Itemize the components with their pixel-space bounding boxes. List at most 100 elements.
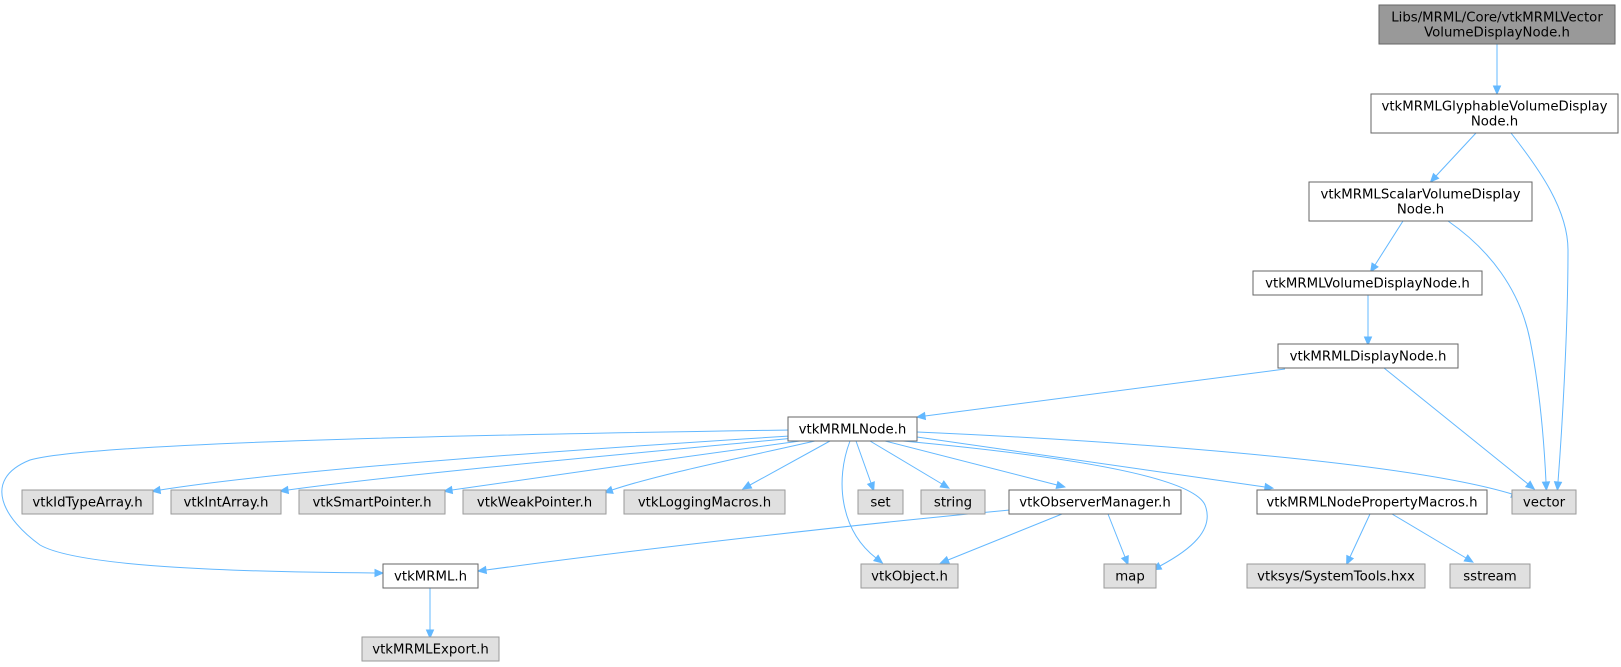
edge-observermanager-to-vtkmrml: [476, 509, 1011, 575]
edge-arrowhead: [1370, 262, 1379, 273]
node-mrmlnode[interactable]: vtkMRMLNode.h: [787, 416, 918, 442]
node-label: vtkLoggingMacros.h: [638, 496, 771, 511]
node-vtkobject: vtkObject.h: [860, 563, 959, 589]
node-box: [1277, 343, 1459, 369]
node-box: [1103, 563, 1157, 589]
node-label: VolumeDisplayNode.h: [1424, 26, 1570, 41]
node-label: vtkObserverManager.h: [1019, 496, 1171, 511]
node-box: [623, 489, 786, 515]
edge-mrmlnode-to-string: [869, 440, 950, 489]
edge-volumedisplay-to-displaynode: [1363, 295, 1373, 347]
node-nodepropertymacros[interactable]: vtkMRMLNodePropertyMacros.h: [1256, 489, 1488, 515]
node-box: [1449, 563, 1531, 589]
edge-arrowhead: [1463, 554, 1474, 563]
edge-line: [1510, 132, 1569, 483]
edge-arrowhead: [476, 565, 488, 575]
node-layer: Libs/MRML/Core/vtkMRMLVectorVolumeDispla…: [21, 4, 1619, 662]
node-box: [170, 489, 282, 515]
edge-scalar-to-volumedisplay: [1370, 220, 1404, 273]
edge-mrmlnode-to-vtkmrml: [1, 429, 790, 578]
edge-mrmlnode-to-set: [855, 440, 875, 492]
node-label: Node.h: [1397, 203, 1444, 218]
node-label: vtkMRMLScalarVolumeDisplay: [1320, 188, 1520, 203]
node-box: [1008, 489, 1182, 515]
edge-arrowhead: [1120, 554, 1129, 566]
edge-line: [916, 431, 1513, 495]
edge-line: [916, 436, 1266, 488]
edge-line: [611, 440, 816, 491]
edge-displaynode-to-mrmlnode: [915, 368, 1286, 421]
node-box: [298, 489, 446, 515]
node-box: [787, 416, 918, 442]
node-map: map: [1103, 563, 1157, 589]
node-label: vtkWeakPointer.h: [477, 496, 592, 511]
edge-mrmlnode-to-idtypearray: [150, 435, 791, 495]
edge-arrowhead: [939, 480, 950, 489]
edge-glyphable-to-vector: [1510, 132, 1569, 492]
node-label: Node.h: [1471, 115, 1518, 130]
node-root[interactable]: Libs/MRML/Core/vtkMRMLVectorVolumeDispla…: [1378, 4, 1616, 45]
node-label: vector: [1523, 496, 1566, 511]
node-label: vtksys/SystemTools.hxx: [1257, 570, 1415, 585]
node-label: string: [934, 496, 972, 511]
edge-mrmlnode-to-vtkobject: [841, 440, 884, 564]
edge-root-to-glyphable: [1492, 44, 1502, 96]
node-box: [361, 636, 500, 662]
node-box: [857, 489, 904, 515]
edge-arrowhead: [939, 555, 951, 564]
edge-line: [884, 440, 1058, 486]
edge-line: [1374, 220, 1404, 266]
edge-arrowhead: [1492, 85, 1502, 96]
node-label: vtkMRMLNode.h: [799, 423, 907, 438]
edge-arrowhead: [872, 554, 884, 564]
edge-arrowhead: [442, 485, 454, 495]
node-vtkmrml[interactable]: vtkMRML.h: [382, 563, 479, 589]
edge-line: [1391, 513, 1467, 559]
edge-line: [924, 368, 1286, 417]
edge-vtkmrml-to-mrmlexport: [425, 588, 435, 640]
edge-line: [451, 440, 801, 491]
node-label: vtkIdTypeArray.h: [32, 496, 142, 511]
edge-line: [1349, 513, 1371, 558]
node-string: string: [920, 489, 986, 515]
edge-displaynode-to-vector: [1383, 367, 1536, 490]
node-box: [1378, 4, 1616, 45]
node-label: set: [870, 496, 890, 511]
node-vector: vector: [1511, 489, 1577, 515]
edge-arrowhead: [603, 485, 614, 494]
node-intarray: vtkIntArray.h: [170, 489, 282, 515]
node-volumedisplay[interactable]: vtkMRMLVolumeDisplayNode.h: [1252, 270, 1483, 296]
edge-mrmlnode-to-nodepropertymacros: [916, 436, 1275, 492]
edge-line: [287, 437, 796, 491]
edge-observermanager-to-vtkobject: [939, 513, 1063, 564]
node-label: vtkMRMLNodePropertyMacros.h: [1266, 496, 1477, 511]
edge-line: [1, 429, 790, 574]
node-label: vtkMRML.h: [394, 570, 467, 585]
edge-mrmlnode-to-intarray: [278, 437, 796, 495]
edge-arrowhead: [1346, 554, 1355, 566]
node-observermanager[interactable]: vtkObserverManager.h: [1008, 489, 1182, 515]
edge-arrowhead: [1553, 481, 1563, 492]
edge-observermanager-to-map: [1107, 513, 1129, 566]
node-box: [920, 489, 986, 515]
node-box: [1511, 489, 1577, 515]
node-box: [382, 563, 479, 589]
edge-arrowhead: [425, 629, 435, 640]
node-systemtools: vtksys/SystemTools.hxx: [1246, 563, 1426, 589]
edge-line: [841, 440, 877, 559]
edge-arrowhead: [1263, 482, 1275, 492]
node-label: vtkIntArray.h: [184, 496, 269, 511]
edge-line: [159, 435, 791, 491]
edge-line: [855, 440, 872, 484]
node-displaynode[interactable]: vtkMRMLDisplayNode.h: [1277, 343, 1459, 369]
edge-layer: [1, 44, 1569, 640]
edge-line: [902, 440, 1208, 567]
node-loggingmacros: vtkLoggingMacros.h: [623, 489, 786, 515]
node-box: [1246, 563, 1426, 589]
edge-arrowhead: [741, 481, 753, 490]
edge-mrmlnode-to-observermanager: [884, 440, 1066, 490]
node-label: vtkMRMLExport.h: [372, 643, 489, 658]
